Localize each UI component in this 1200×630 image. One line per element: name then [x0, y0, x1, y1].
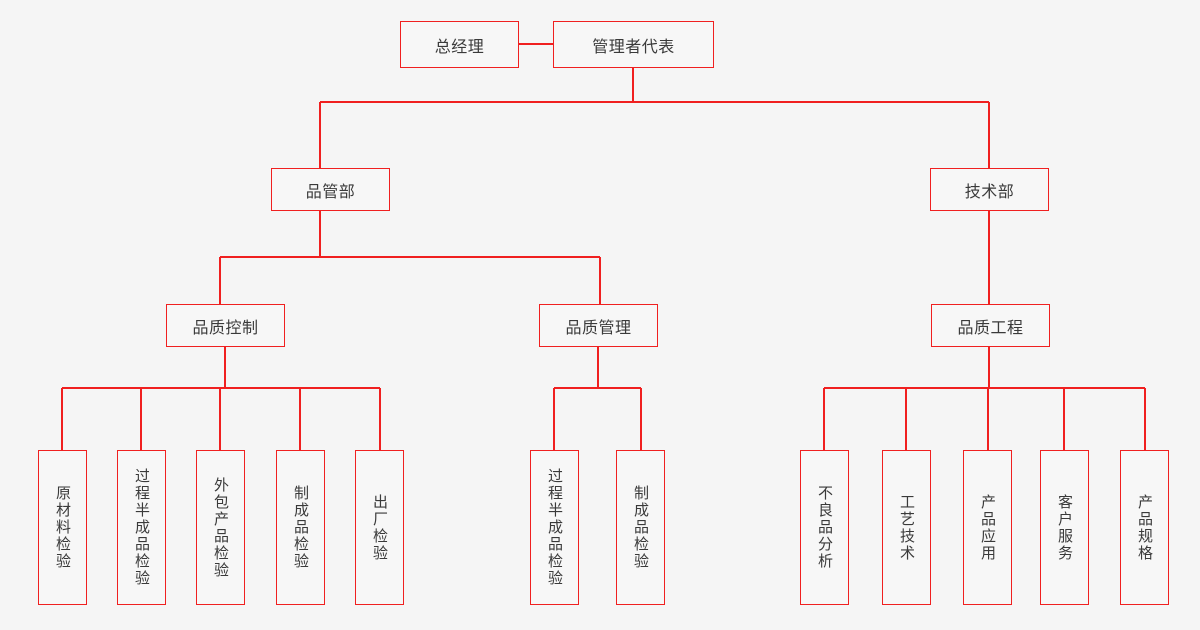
node-label-management-representative: 管理者代表: [592, 36, 675, 56]
node-outsourced-product-inspection[interactable]: 外包产品检验: [196, 450, 245, 605]
node-label-raw-material-inspection: 原材料检验: [54, 485, 72, 570]
node-label-process-semifinished-inspection-qc: 过程半成品检验: [133, 468, 151, 587]
node-label-process-technology: 工艺技术: [898, 493, 916, 562]
node-process-technology[interactable]: 工艺技术: [882, 450, 931, 605]
node-process-semifinished-inspection-qm[interactable]: 过程半成品检验: [530, 450, 579, 605]
node-quality-management-section[interactable]: 品质管理: [539, 304, 658, 347]
node-customer-service[interactable]: 客户服务: [1040, 450, 1089, 605]
node-finished-product-inspection-qm[interactable]: 制成品检验: [616, 450, 665, 605]
node-label-outgoing-inspection: 出厂检验: [371, 493, 389, 562]
node-label-finished-product-inspection-qm: 制成品检验: [632, 485, 650, 570]
node-label-process-semifinished-inspection-qm: 过程半成品检验: [546, 468, 564, 587]
node-management-representative[interactable]: 管理者代表: [553, 21, 714, 68]
node-label-finished-product-inspection-qc: 制成品检验: [292, 485, 310, 570]
node-label-defect-analysis: 不良品分析: [816, 485, 834, 570]
node-product-specification[interactable]: 产品规格: [1120, 450, 1169, 605]
node-label-quality-management-section: 品质管理: [565, 317, 632, 337]
node-finished-product-inspection-qc[interactable]: 制成品检验: [276, 450, 325, 605]
node-label-customer-service: 客户服务: [1056, 493, 1074, 562]
node-label-quality-engineering-section: 品质工程: [957, 317, 1024, 337]
node-label-product-specification: 产品规格: [1136, 493, 1154, 562]
node-quality-engineering-section[interactable]: 品质工程: [931, 304, 1050, 347]
node-label-quality-control-dept: 品管部: [305, 181, 356, 201]
node-general-manager[interactable]: 总经理: [400, 21, 519, 68]
node-label-product-application: 产品应用: [979, 493, 997, 562]
node-defect-analysis[interactable]: 不良品分析: [800, 450, 849, 605]
node-outgoing-inspection[interactable]: 出厂检验: [355, 450, 404, 605]
node-technical-dept[interactable]: 技术部: [930, 168, 1049, 211]
node-product-application[interactable]: 产品应用: [963, 450, 1012, 605]
node-raw-material-inspection[interactable]: 原材料检验: [38, 450, 87, 605]
node-label-technical-dept: 技术部: [964, 181, 1015, 201]
node-label-quality-control-section: 品质控制: [192, 317, 259, 337]
node-process-semifinished-inspection-qc[interactable]: 过程半成品检验: [117, 450, 166, 605]
node-label-outsourced-product-inspection: 外包产品检验: [212, 476, 230, 579]
node-quality-control-section[interactable]: 品质控制: [166, 304, 285, 347]
node-label-general-manager: 总经理: [434, 36, 485, 56]
node-quality-control-dept[interactable]: 品管部: [271, 168, 390, 211]
